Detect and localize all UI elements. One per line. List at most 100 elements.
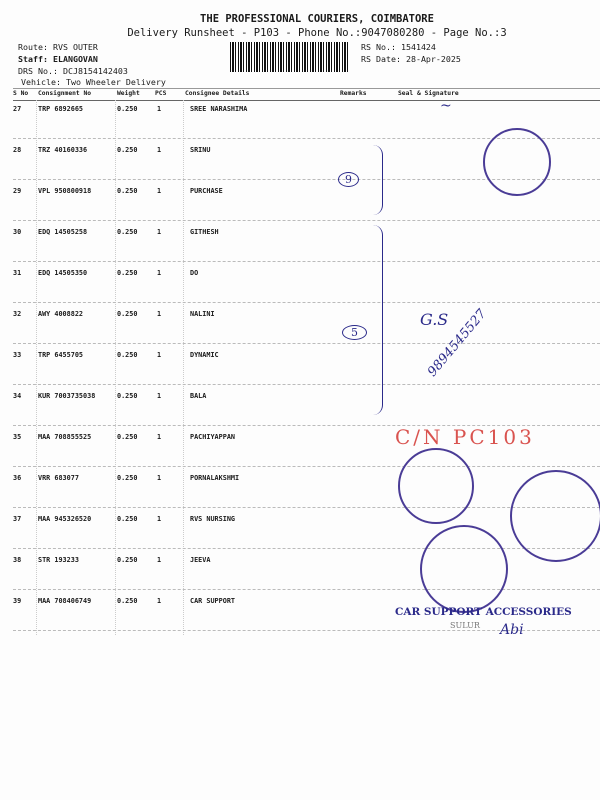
car-support-city: SULUR bbox=[450, 621, 480, 630]
cell-pcs: 1 bbox=[157, 433, 162, 441]
barcode bbox=[230, 42, 350, 72]
cell-weight: 0.250 bbox=[117, 105, 138, 113]
cell-pcs: 1 bbox=[157, 474, 162, 482]
rs-no: RS No.: 1541424 bbox=[361, 42, 436, 52]
cell-sno: 38 bbox=[13, 556, 22, 564]
cell-pcs: 1 bbox=[157, 392, 162, 400]
cell-cn: EDQ 14505258 bbox=[38, 228, 88, 236]
cell-cn: MAA 708406749 bbox=[38, 597, 92, 605]
signature-initials: G.S bbox=[420, 310, 449, 329]
cell-consignee: SREE NARASHIMA bbox=[190, 105, 248, 113]
cell-sno: 33 bbox=[13, 351, 22, 359]
cell-weight: 0.250 bbox=[117, 474, 138, 482]
row-divider bbox=[13, 343, 600, 344]
cell-pcs: 1 bbox=[157, 146, 162, 154]
col-seal: Seal & Signature bbox=[398, 90, 459, 97]
cell-cn: VRR 683077 bbox=[38, 474, 79, 482]
cell-consignee: PURCHASE bbox=[190, 187, 223, 195]
cell-pcs: 1 bbox=[157, 351, 162, 359]
cell-pcs: 1 bbox=[157, 310, 162, 318]
staff: Staff: ELANGOVAN bbox=[18, 54, 98, 64]
cell-cn: TRP 6892665 bbox=[38, 105, 84, 113]
cell-weight: 0.250 bbox=[117, 597, 138, 605]
cell-sno: 34 bbox=[13, 392, 22, 400]
cell-cn: MAA 945326520 bbox=[38, 515, 92, 523]
cell-cn: AWY 4008822 bbox=[38, 310, 84, 318]
cell-sno: 31 bbox=[13, 269, 22, 277]
drs-no: DRS No.: DCJ8154142403 bbox=[18, 66, 128, 76]
row-divider bbox=[13, 589, 600, 590]
col-consignee: Consignee Details bbox=[185, 90, 250, 97]
cell-consignee: DYNAMIC bbox=[190, 351, 219, 359]
cell-sno: 27 bbox=[13, 105, 22, 113]
cell-sno: 35 bbox=[13, 433, 22, 441]
cell-pcs: 1 bbox=[157, 187, 162, 195]
cell-pcs: 1 bbox=[157, 556, 162, 564]
col-weight: Weight bbox=[117, 90, 140, 97]
cell-weight: 0.250 bbox=[117, 310, 138, 318]
cell-weight: 0.250 bbox=[117, 228, 138, 236]
cell-sno: 30 bbox=[13, 228, 22, 236]
rs-date: RS Date: 28-Apr-2025 bbox=[361, 54, 461, 64]
row-divider bbox=[13, 548, 600, 549]
cell-weight: 0.250 bbox=[117, 433, 138, 441]
cell-sno: 39 bbox=[13, 597, 22, 605]
row-divider bbox=[13, 630, 600, 631]
row-divider bbox=[13, 302, 600, 303]
security-stamp bbox=[483, 128, 551, 196]
bracket-mark bbox=[372, 145, 383, 215]
cell-cn: VPL 950800918 bbox=[38, 187, 92, 195]
cell-weight: 0.250 bbox=[117, 392, 138, 400]
cell-pcs: 1 bbox=[157, 228, 162, 236]
cell-consignee: CAR SUPPORT bbox=[190, 597, 236, 605]
cell-pcs: 1 bbox=[157, 597, 162, 605]
cell-consignee: GITHESH bbox=[190, 228, 219, 236]
col-sno: S No bbox=[13, 90, 29, 97]
runsheet-subtitle: Delivery Runsheet - P103 - Phone No.:904… bbox=[127, 27, 507, 39]
cell-sno: 37 bbox=[13, 515, 22, 523]
table-row: 35 MAA 708855525 0.250 1 PACHIYAPPAN bbox=[0, 433, 600, 445]
cell-cn: KUR 7003735038 bbox=[38, 392, 96, 400]
cell-consignee: DO bbox=[190, 269, 199, 277]
cell-consignee: PACHIYAPPAN bbox=[190, 433, 236, 441]
cell-weight: 0.250 bbox=[117, 187, 138, 195]
row-divider bbox=[13, 220, 600, 221]
col-remarks: Remarks bbox=[340, 90, 367, 97]
cell-cn: EDQ 14505350 bbox=[38, 269, 88, 277]
cell-weight: 0.250 bbox=[117, 146, 138, 154]
car-support-stamp: CAR SUPPORT ACCESSORIES bbox=[395, 606, 572, 618]
col-pcs: PCS bbox=[155, 90, 167, 97]
cell-consignee: RVS NURSING bbox=[190, 515, 236, 523]
row-divider bbox=[13, 179, 600, 180]
table-row: 31 EDQ 14505350 0.250 1 DO bbox=[0, 269, 600, 281]
bracket-mark bbox=[372, 225, 383, 415]
cell-cn: MAA 708855525 bbox=[38, 433, 92, 441]
cell-pcs: 1 bbox=[157, 269, 162, 277]
cell-sno: 36 bbox=[13, 474, 22, 482]
cell-consignee: SRINU bbox=[190, 146, 211, 154]
cell-weight: 0.250 bbox=[117, 556, 138, 564]
remark-circle-1: 9 bbox=[338, 172, 359, 187]
col-consignment: Consignment No bbox=[38, 90, 92, 97]
cell-weight: 0.250 bbox=[117, 515, 138, 523]
cell-consignee: PORNALAKSHMI bbox=[190, 474, 240, 482]
row-divider bbox=[13, 138, 600, 139]
cell-weight: 0.250 bbox=[117, 269, 138, 277]
cell-cn: TRP 6455705 bbox=[38, 351, 84, 359]
row-divider bbox=[13, 425, 600, 426]
cell-sno: 32 bbox=[13, 310, 22, 318]
company-title: THE PROFESSIONAL COURIERS, COIMBATORE bbox=[200, 13, 434, 25]
row-divider bbox=[13, 507, 600, 508]
table-row: 39 MAA 708406749 0.250 1 CAR SUPPORT bbox=[0, 597, 600, 609]
engineering-stamp bbox=[398, 448, 474, 524]
technical-stamp bbox=[420, 525, 508, 613]
cn-note: C/N PC103 bbox=[395, 425, 535, 449]
cell-weight: 0.250 bbox=[117, 351, 138, 359]
table-row: 30 EDQ 14505258 0.250 1 GITHESH bbox=[0, 228, 600, 240]
